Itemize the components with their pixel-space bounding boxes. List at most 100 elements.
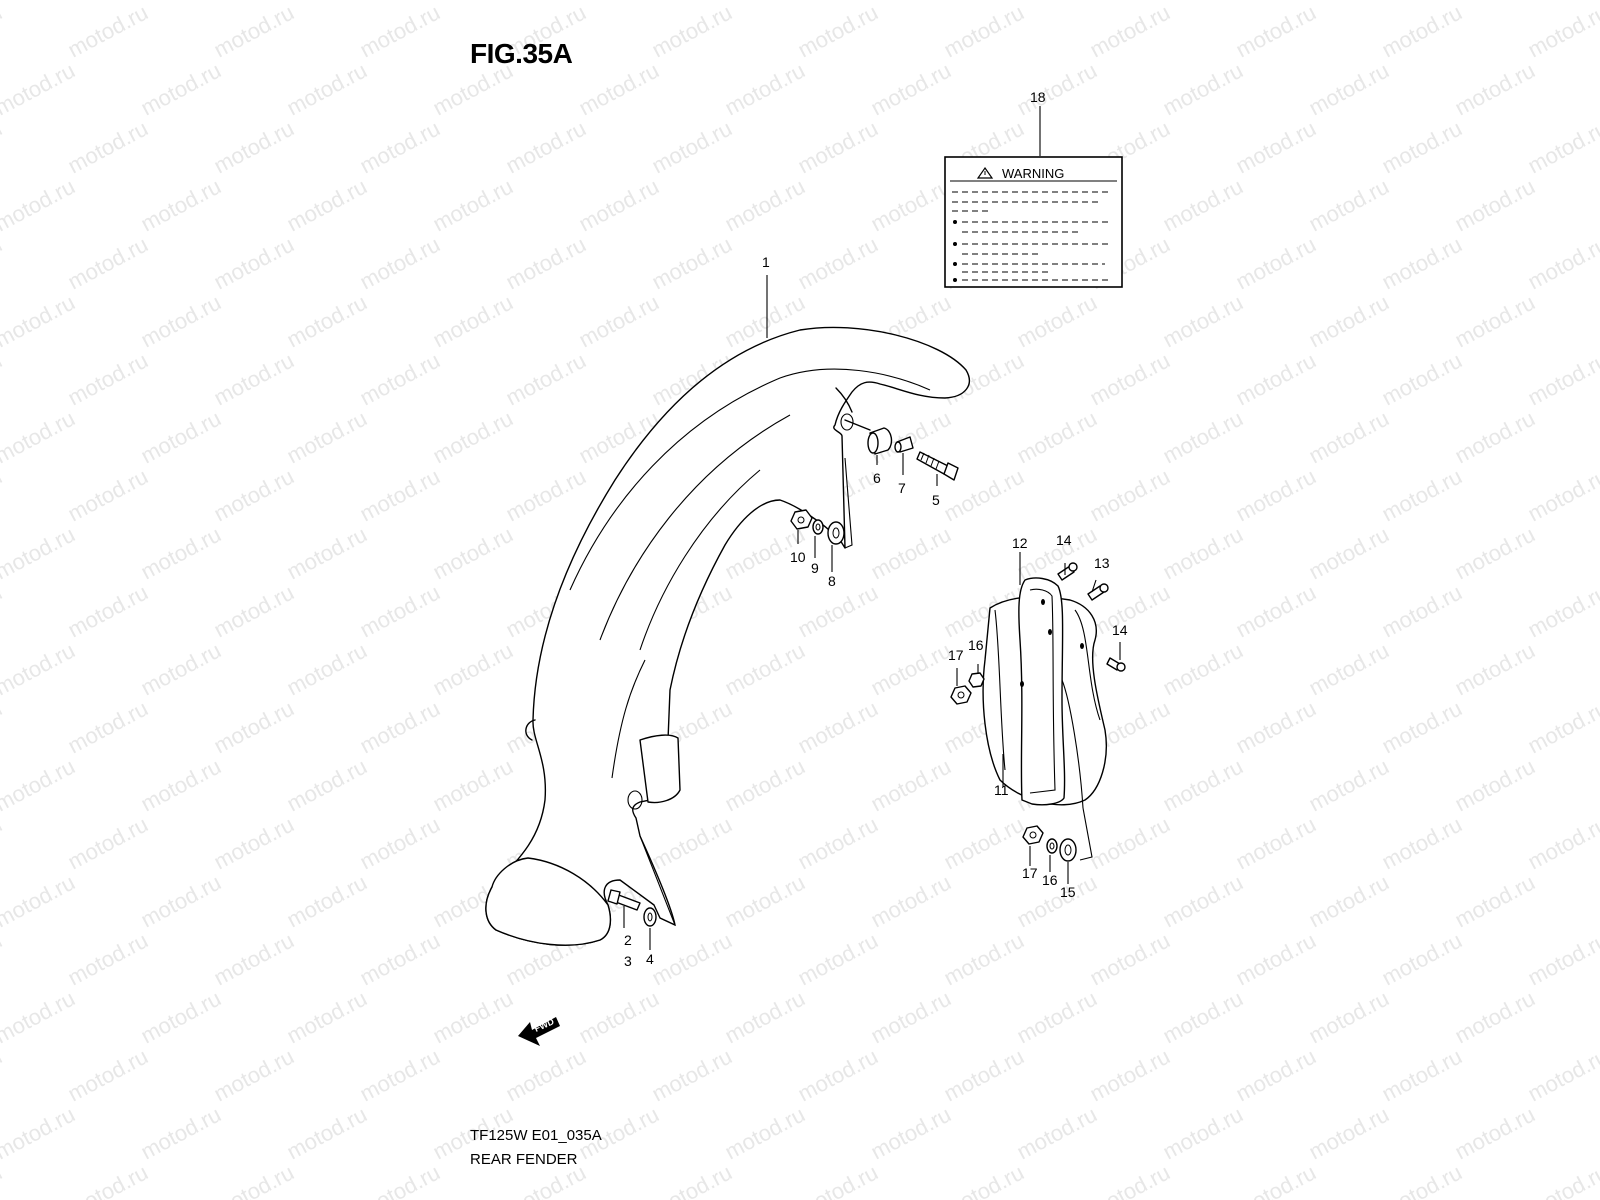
watermark-text: motod.ru xyxy=(940,0,1028,62)
watermark-text: motod.ru xyxy=(0,522,79,585)
watermark-text: motod.ru xyxy=(356,1044,444,1107)
callout-17-lower: 17 xyxy=(1022,865,1038,881)
watermark-text: motod.ru xyxy=(64,812,152,875)
watermark-text: motod.ru xyxy=(1451,522,1539,585)
watermark-text: motod.ru xyxy=(0,580,6,643)
spacer-part xyxy=(894,436,914,453)
watermark-text: motod.ru xyxy=(1597,290,1600,353)
watermark-text: motod.ru xyxy=(867,0,955,4)
watermark-text: motod.ru xyxy=(429,406,517,469)
watermark-text: motod.ru xyxy=(283,290,371,353)
watermark-text: motod.ru xyxy=(283,1102,371,1165)
watermark-text: motod.ru xyxy=(0,290,79,353)
watermark-text: motod.ru xyxy=(137,0,225,4)
watermark-text: motod.ru xyxy=(283,174,371,237)
watermark-text: motod.ru xyxy=(1597,406,1600,469)
watermark-text: motod.ru xyxy=(1451,754,1539,817)
watermark-text: motod.ru xyxy=(137,986,225,1049)
watermark-text: motod.ru xyxy=(1086,812,1174,875)
watermark-text: motod.ru xyxy=(283,58,371,121)
callout-16-upper: 16 xyxy=(968,637,984,653)
watermark-text: motod.ru xyxy=(283,870,371,933)
warning-heading: WARNING xyxy=(1002,166,1064,181)
watermark-text: motod.ru xyxy=(794,1044,882,1107)
watermark-text: motod.ru xyxy=(1232,348,1320,411)
watermark-text: motod.ru xyxy=(210,116,298,179)
watermark-text: motod.ru xyxy=(137,1102,225,1165)
watermark-text: motod.ru xyxy=(1305,522,1393,585)
watermark-text: motod.ru xyxy=(1451,870,1539,933)
watermark-text: motod.ru xyxy=(1378,1160,1466,1200)
callout-13: 13 xyxy=(1094,555,1110,571)
watermark-text: motod.ru xyxy=(1086,1160,1174,1200)
forward-direction-arrow: FWD xyxy=(518,1016,560,1046)
watermark-text: motod.ru xyxy=(429,0,517,4)
watermark-text: motod.ru xyxy=(794,928,882,991)
watermark-text: motod.ru xyxy=(137,754,225,817)
watermark-text: motod.ru xyxy=(1159,0,1247,4)
lock-washer-part xyxy=(812,519,824,535)
watermark-text: motod.ru xyxy=(1086,928,1174,991)
watermark-text: motod.ru xyxy=(1013,0,1101,4)
callout-18: 18 xyxy=(1030,89,1046,105)
watermark-text: motod.ru xyxy=(1013,290,1101,353)
watermark-text: motod.ru xyxy=(1232,696,1320,759)
watermark-text: motod.ru xyxy=(794,696,882,759)
figure-code: TF125W E01_035A xyxy=(470,1127,602,1144)
watermark-text: motod.ru xyxy=(356,348,444,411)
watermark-text: motod.ru xyxy=(867,58,955,121)
watermark-text: motod.ru xyxy=(575,58,663,121)
watermark-text: motod.ru xyxy=(1232,928,1320,991)
watermark-text: motod.ru xyxy=(283,522,371,585)
watermark-text: motod.ru xyxy=(1524,1160,1600,1200)
watermark-text: motod.ru xyxy=(1305,290,1393,353)
watermark-text: motod.ru xyxy=(1305,406,1393,469)
watermark-text: motod.ru xyxy=(1159,290,1247,353)
watermark-text: motod.ru xyxy=(1524,0,1600,62)
watermark-text: motod.ru xyxy=(1159,406,1247,469)
screw-part xyxy=(1106,657,1126,672)
watermark-text: motod.ru xyxy=(0,638,79,701)
watermark-text: motod.ru xyxy=(356,116,444,179)
watermark-text: motod.ru xyxy=(210,696,298,759)
watermark-text: motod.ru xyxy=(0,986,79,1049)
watermark-text: motod.ru xyxy=(794,580,882,643)
watermark-text: motod.ru xyxy=(137,522,225,585)
watermark-text: motod.ru xyxy=(1159,754,1247,817)
watermark-text: motod.ru xyxy=(1524,812,1600,875)
watermark-text: motod.ru xyxy=(283,638,371,701)
watermark-text: motod.ru xyxy=(1232,116,1320,179)
watermark-text: motod.ru xyxy=(1524,928,1600,991)
watermark-text: motod.ru xyxy=(867,870,955,933)
watermark-text: motod.ru xyxy=(137,174,225,237)
watermark-text: motod.ru xyxy=(1159,870,1247,933)
watermark-text: motod.ru xyxy=(940,928,1028,991)
callout-8: 8 xyxy=(828,573,836,589)
watermark-text: motod.ru xyxy=(0,0,6,62)
watermark-text: motod.ru xyxy=(1597,754,1600,817)
watermark-text: motod.ru xyxy=(64,0,152,62)
watermark-text: motod.ru xyxy=(575,290,663,353)
watermark-text: motod.ru xyxy=(1378,580,1466,643)
watermark-text: motod.ru xyxy=(1378,116,1466,179)
watermark-text: motod.ru xyxy=(648,1160,736,1200)
mudguard-screws xyxy=(1057,562,1126,672)
watermark-text: motod.ru xyxy=(940,812,1028,875)
watermark-text: motod.ru xyxy=(210,1160,298,1200)
washer-part xyxy=(1059,838,1077,862)
watermark-text: motod.ru xyxy=(502,348,590,411)
watermark-text: motod.ru xyxy=(283,986,371,1049)
watermark-text: motod.ru xyxy=(867,754,955,817)
watermark-text: motod.ru xyxy=(0,754,79,817)
watermark-text: motod.ru xyxy=(1013,58,1101,121)
screw-part xyxy=(1057,562,1078,581)
callout-3: 3 xyxy=(624,953,632,969)
watermark-text: motod.ru xyxy=(210,348,298,411)
lock-washer-part xyxy=(1046,838,1058,854)
watermark-text: motod.ru xyxy=(794,812,882,875)
watermark-text: motod.ru xyxy=(1597,522,1600,585)
watermark-text: motod.ru xyxy=(64,348,152,411)
watermark-text: motod.ru xyxy=(794,0,882,62)
watermark-text: motod.ru xyxy=(721,0,809,4)
